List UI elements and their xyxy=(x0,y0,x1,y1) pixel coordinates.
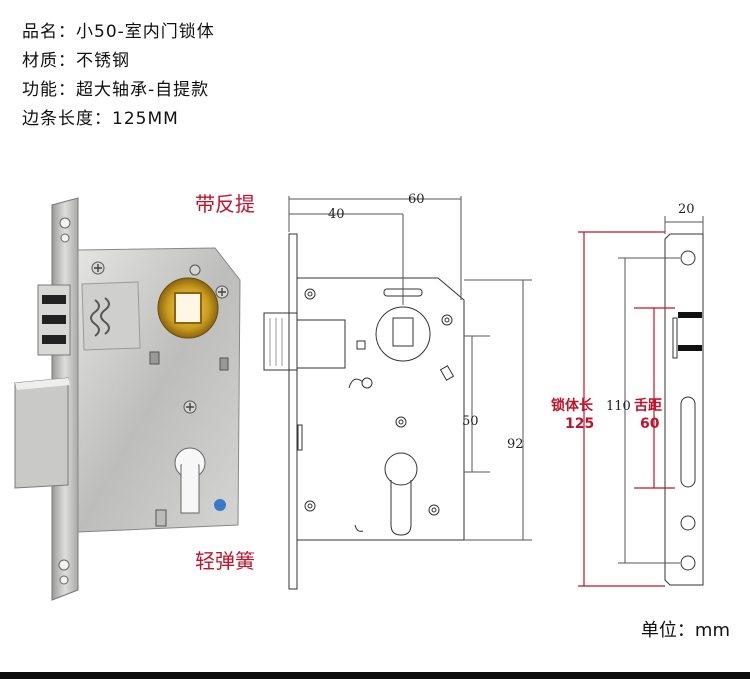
cylinder-hole xyxy=(174,447,206,514)
front-face-plate xyxy=(288,233,298,590)
dead-bolt xyxy=(14,377,70,489)
spindle-hub xyxy=(157,277,219,339)
latch-bolt xyxy=(37,284,71,356)
spec-function: 功能：超大轴承-自提款 xyxy=(22,80,210,100)
callout-light-spring: 轻弹簧 xyxy=(195,549,255,573)
dim-50: 50 xyxy=(462,414,479,429)
lock-body-photo xyxy=(14,197,241,601)
body-length-label: 锁体长 xyxy=(551,397,594,414)
spec-material: 材质：不锈钢 xyxy=(22,51,130,71)
dim-40: 40 xyxy=(328,207,345,222)
dim-92: 92 xyxy=(507,437,524,452)
dim-110: 110 xyxy=(606,399,631,414)
front-body-outline xyxy=(296,277,465,541)
spec-edge-length: 边条长度：125MM xyxy=(22,109,179,129)
dim-60: 60 xyxy=(408,192,425,207)
callout-reverse-lift: 带反提 xyxy=(195,192,255,216)
spec-name: 品名：小50-室内门锁体 xyxy=(22,22,215,42)
latch-distance-value: 60 xyxy=(640,416,660,432)
body-length-value: 125 xyxy=(565,416,594,432)
spec-list: 品名：小50-室内门锁体 材质：不锈钢 功能：超大轴承-自提款 边条长度：125… xyxy=(22,18,215,134)
unit-label: 单位：mm xyxy=(640,620,730,641)
dim-20: 20 xyxy=(678,202,695,217)
front-spindle-circle xyxy=(375,306,431,362)
bottom-bar xyxy=(0,672,750,679)
latch-distance-label: 舌距 xyxy=(634,397,662,414)
side-face-plate xyxy=(664,233,704,586)
front-cylinder-hole xyxy=(384,452,418,486)
side-latch-slot xyxy=(680,396,696,488)
front-latch-tongue xyxy=(263,312,298,371)
